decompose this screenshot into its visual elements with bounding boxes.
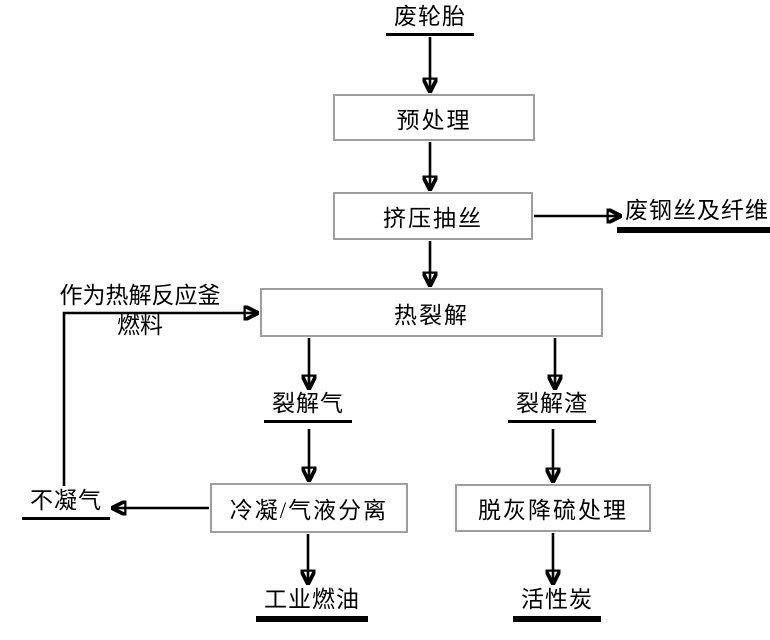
note-fuel-line2: 燃料 bbox=[117, 313, 163, 338]
label-industrial-fuel-oil: 工业燃油 bbox=[256, 586, 368, 618]
label-waste-tire: 废轮胎 bbox=[386, 3, 474, 36]
label-waste-steel-fiber: 废钢丝及纤维 bbox=[617, 197, 770, 229]
label-pyrolysis-residue: 裂解渣 bbox=[508, 390, 596, 423]
process-box-pyrolysis: 热裂解 bbox=[260, 288, 603, 337]
note-fuel-line1: 作为热解反应釜 bbox=[59, 283, 221, 308]
note-pyrolysis-reactor-fuel: 作为热解反应釜 燃料 bbox=[60, 281, 221, 341]
process-box-extrusion: 挤压抽丝 bbox=[333, 192, 533, 240]
process-box-deash-desulfur: 脱灰降硫处理 bbox=[455, 484, 651, 532]
process-box-pretreatment: 预处理 bbox=[333, 94, 535, 141]
process-box-condensation: 冷凝/气液分离 bbox=[210, 483, 408, 533]
label-non-condensable-gas: 不凝气 bbox=[22, 487, 110, 520]
label-activated-carbon: 活性炭 bbox=[513, 586, 601, 618]
label-pyrolysis-gas: 裂解气 bbox=[264, 390, 352, 423]
